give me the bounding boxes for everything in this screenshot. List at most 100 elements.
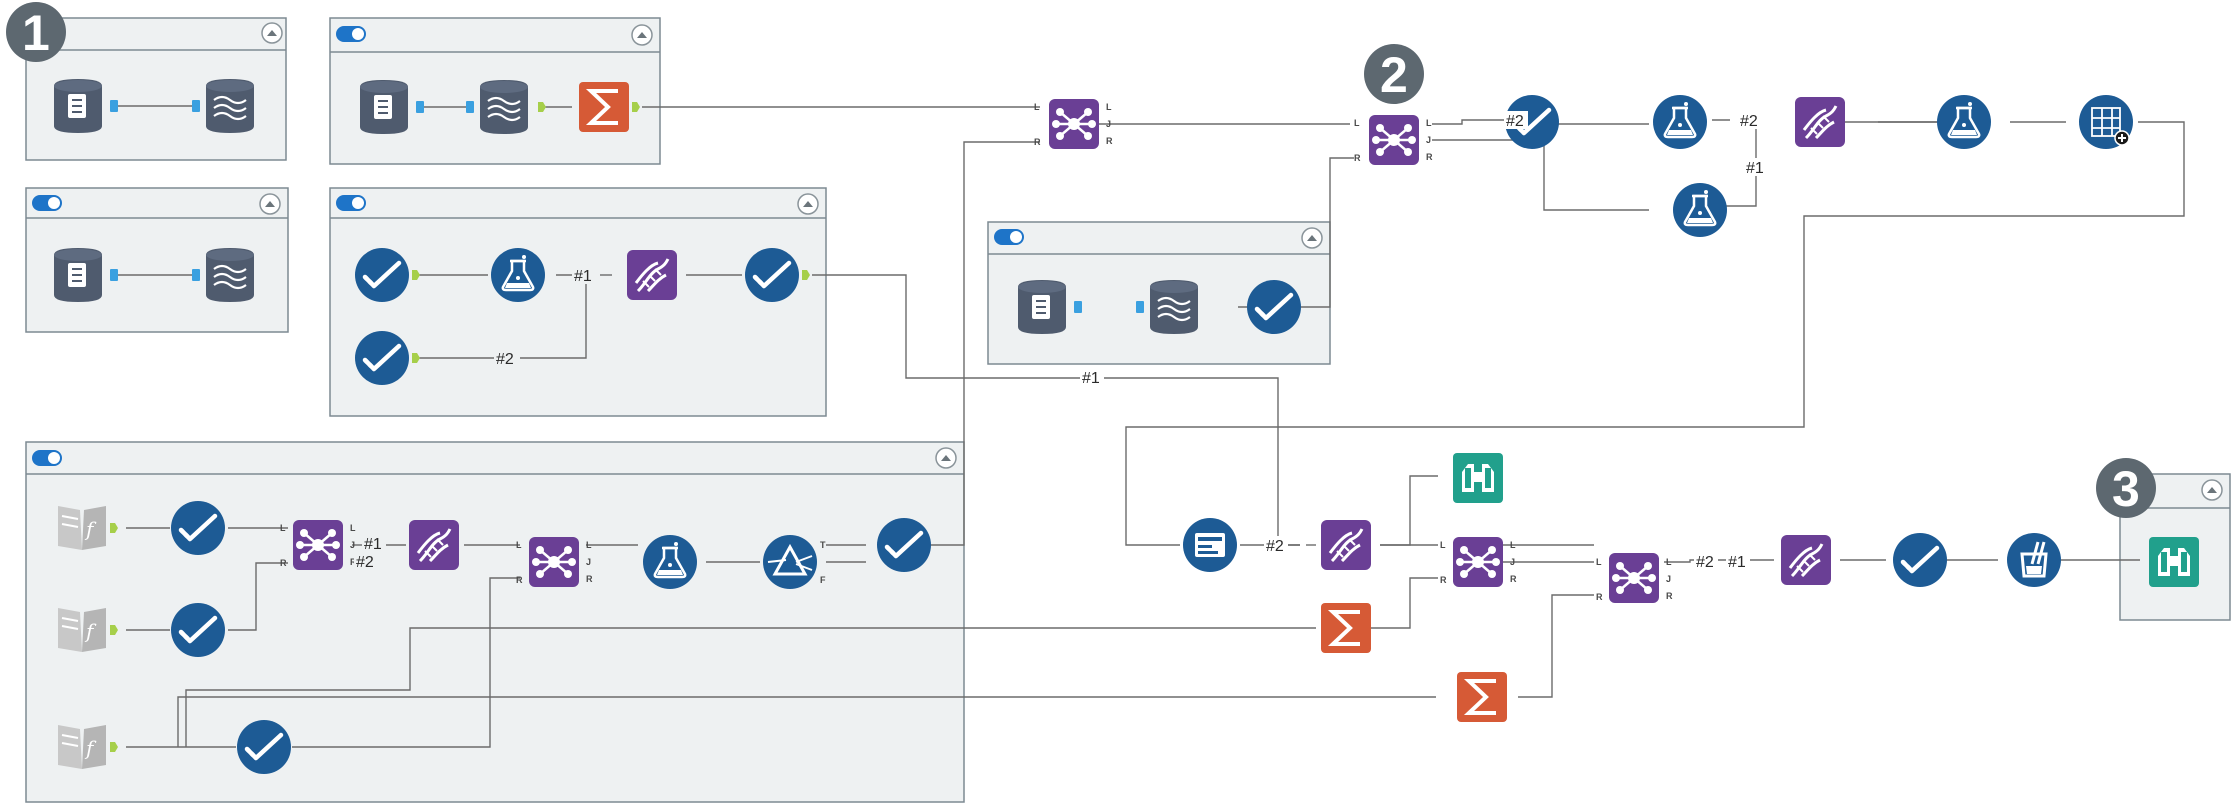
svg-text:R: R: [1596, 592, 1603, 602]
collapse-button[interactable]: [2201, 479, 2223, 501]
summarize-sigma-icon[interactable]: [1319, 601, 1373, 655]
browse-binoculars-icon[interactable]: [2149, 537, 2199, 587]
collapse-button[interactable]: [797, 193, 819, 215]
database-input-icon[interactable]: [53, 78, 103, 134]
svg-text:L: L: [1106, 102, 1112, 112]
container-toggle[interactable]: [32, 450, 62, 466]
formula-flask-icon[interactable]: [1651, 93, 1709, 151]
anchor-out[interactable]: [110, 100, 118, 112]
collapse-button[interactable]: [259, 193, 281, 215]
anchor-in[interactable]: [466, 101, 474, 113]
formula-flask-icon[interactable]: [1671, 181, 1729, 239]
connection-label: #2: [1266, 538, 1284, 555]
database-input-icon[interactable]: [53, 247, 103, 303]
anchor-out[interactable]: [110, 269, 118, 281]
database-input-icon[interactable]: [1017, 279, 1067, 335]
svg-text:L: L: [586, 540, 592, 550]
annotation-badge-2: 2: [1364, 44, 1424, 104]
svg-text:R: R: [350, 557, 357, 567]
svg-text:J: J: [586, 557, 591, 567]
svg-text:J: J: [1426, 135, 1431, 145]
select-check-icon[interactable]: [171, 603, 225, 657]
svg-text:L: L: [280, 523, 286, 533]
container-toggle[interactable]: [994, 229, 1024, 245]
svg-text:R: R: [1510, 574, 1517, 584]
summarize-sigma-icon[interactable]: [577, 80, 631, 134]
anchor-in[interactable]: [192, 269, 200, 281]
connection-label: #1: [1082, 370, 1100, 387]
join-nodes-icon[interactable]: [1047, 97, 1101, 151]
connection-label: #2: [1696, 554, 1714, 571]
select-check-icon[interactable]: [171, 501, 225, 555]
database-output-icon[interactable]: [204, 246, 256, 304]
dynamic-input-screen-icon[interactable]: [1183, 518, 1237, 572]
anchor-out[interactable]: [1074, 301, 1082, 313]
join-nodes-icon[interactable]: [1451, 535, 1505, 589]
formula-flask-icon[interactable]: [489, 246, 547, 304]
database-output-icon[interactable]: [1148, 278, 1200, 336]
join-nodes-icon[interactable]: [527, 535, 581, 589]
anchor-in[interactable]: [1136, 301, 1144, 313]
svg-text:R: R: [516, 575, 523, 585]
svg-text:J: J: [1666, 574, 1671, 584]
select-check-icon[interactable]: [1893, 533, 1947, 587]
annotation-badge-3: 3: [2096, 458, 2156, 518]
anchor-in[interactable]: [192, 100, 200, 112]
collapse-button[interactable]: [261, 22, 283, 44]
anchor-out[interactable]: [416, 101, 424, 113]
join-nodes-icon[interactable]: [1367, 113, 1421, 167]
annotation-badge-1: 1: [6, 2, 66, 62]
select-check-icon[interactable]: [237, 720, 291, 774]
svg-text:1: 1: [22, 5, 50, 61]
svg-text:L: L: [350, 523, 356, 533]
collapse-button[interactable]: [935, 447, 957, 469]
dna-transpose-icon[interactable]: [1319, 518, 1373, 572]
database-output-icon[interactable]: [478, 78, 530, 136]
union-cup-icon[interactable]: [2005, 531, 2063, 589]
database-output-icon[interactable]: [204, 77, 256, 135]
dna-transpose-icon[interactable]: [625, 248, 679, 302]
svg-text:L: L: [1426, 118, 1432, 128]
collapse-button[interactable]: [631, 24, 653, 46]
container-toggle[interactable]: [32, 195, 62, 211]
svg-text:J: J: [350, 540, 355, 550]
select-check-icon[interactable]: [1247, 280, 1301, 334]
svg-text:T: T: [820, 540, 826, 550]
collapse-button[interactable]: [1301, 227, 1323, 249]
select-check-icon[interactable]: [745, 248, 799, 302]
container-toggle[interactable]: [336, 26, 366, 42]
connection-label: #2: [356, 554, 374, 571]
svg-text:L: L: [1440, 540, 1446, 550]
join-nodes-icon[interactable]: [291, 518, 345, 572]
svg-text:R: R: [280, 558, 287, 568]
filter-prism-icon[interactable]: [761, 533, 819, 591]
connection-label: #2: [496, 351, 514, 368]
connection-label: #1: [1728, 554, 1746, 571]
select-check-icon[interactable]: [355, 331, 409, 385]
formula-flask-icon[interactable]: [1935, 93, 1993, 151]
svg-text:2: 2: [1380, 47, 1408, 103]
svg-text:R: R: [1426, 152, 1433, 162]
container-4[interactable]: [329, 187, 827, 417]
summarize-sigma-icon[interactable]: [1455, 670, 1509, 724]
database-input-icon[interactable]: [359, 79, 409, 135]
container-6[interactable]: [25, 441, 965, 803]
formula-flask-icon[interactable]: [641, 533, 699, 591]
container-toggle[interactable]: [336, 195, 366, 211]
dna-transpose-icon[interactable]: [407, 518, 461, 572]
dna-transpose-icon[interactable]: [1793, 95, 1847, 149]
connection-label: #1: [364, 536, 382, 553]
browse-binoculars-icon[interactable]: [1453, 453, 1503, 503]
anchor-letters: L R L J R L R L J R L R L J R L R L J R …: [280, 102, 1673, 602]
select-check-icon[interactable]: [877, 518, 931, 572]
join-nodes-icon[interactable]: [1607, 551, 1661, 605]
svg-text:J: J: [1106, 119, 1111, 129]
dna-transpose-icon[interactable]: [1779, 533, 1833, 587]
crosstab-grid-icon[interactable]: [2078, 94, 2134, 150]
select-check-icon[interactable]: [355, 248, 409, 302]
svg-text:R: R: [1106, 136, 1113, 146]
svg-text:R: R: [1354, 153, 1361, 163]
svg-text:L: L: [1510, 540, 1516, 550]
svg-text:R: R: [1440, 575, 1447, 585]
